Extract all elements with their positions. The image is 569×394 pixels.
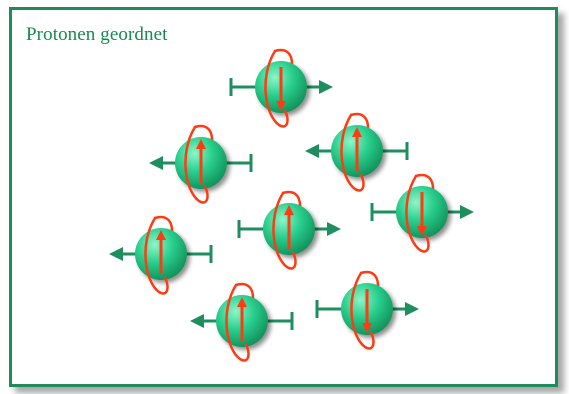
- spin-axis-arrowhead: [362, 323, 372, 333]
- spin-axis-arrowhead: [196, 139, 206, 149]
- proton-5: [370, 173, 474, 253]
- proton-7: [190, 282, 294, 362]
- spin-loop-front: [225, 283, 250, 362]
- proton-2: [149, 124, 253, 204]
- spin-axis-arrowhead: [352, 127, 362, 137]
- spin-axis-arrowhead: [276, 101, 286, 111]
- spin-loop-front: [340, 113, 365, 192]
- proton-1: [229, 48, 333, 128]
- moment-arrowhead: [109, 247, 123, 261]
- moment-arrowhead: [305, 144, 319, 158]
- spin-loop-front: [144, 216, 169, 295]
- spin-loop-front: [264, 49, 289, 128]
- spin-loop-front: [350, 271, 375, 350]
- spin-axis-arrowhead: [156, 230, 166, 240]
- spin-axis-arrowhead: [417, 226, 427, 236]
- diagram-title: Protonen geordnet: [26, 24, 168, 45]
- moment-arrowhead: [319, 80, 333, 94]
- spin-axis-arrowhead: [237, 297, 247, 307]
- moment-arrowhead: [149, 156, 163, 170]
- proton-3: [305, 112, 409, 192]
- spin-loop-front: [272, 191, 297, 270]
- moment-arrowhead: [460, 205, 474, 219]
- moment-arrowhead: [327, 222, 341, 236]
- proton-8: [315, 270, 419, 350]
- spin-axis-arrowhead: [284, 205, 294, 215]
- spin-loop-front: [405, 174, 430, 253]
- moment-arrowhead: [190, 314, 204, 328]
- proton-4: [237, 190, 341, 270]
- spin-loop-front: [184, 125, 209, 204]
- moment-arrowhead: [405, 302, 419, 316]
- proton-6: [109, 215, 213, 295]
